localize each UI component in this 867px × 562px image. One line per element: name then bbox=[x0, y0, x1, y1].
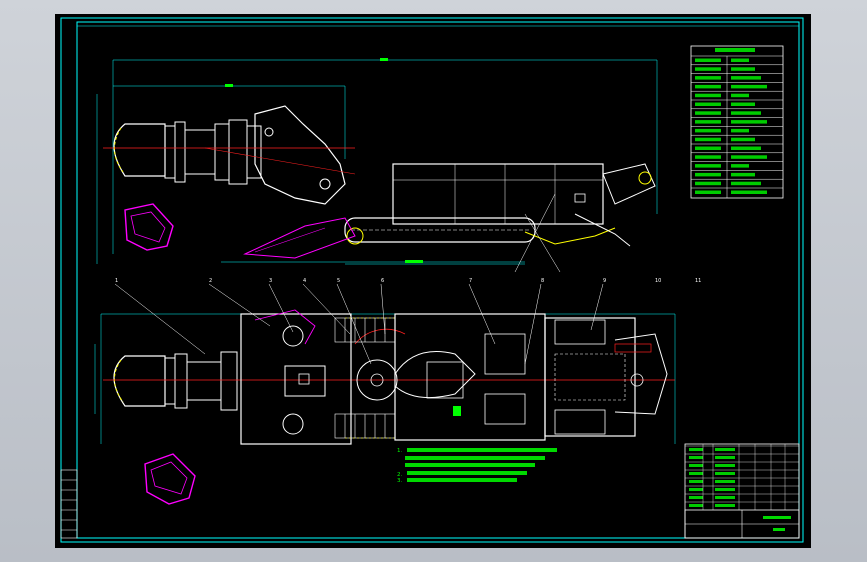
technical-parameter-table bbox=[690, 45, 784, 199]
note-line: 1. bbox=[397, 448, 402, 454]
side-elevation-view bbox=[96, 58, 658, 273]
balloon-number: 2 bbox=[209, 278, 212, 284]
balloon-number: 4 bbox=[303, 278, 306, 284]
balloon-number: 7 bbox=[469, 278, 472, 284]
balloon-labels: 1 2 3 4 5 6 7 8 9 10 11 bbox=[115, 278, 701, 284]
plan-view bbox=[94, 309, 676, 505]
inner-frame bbox=[76, 21, 800, 539]
balloon-number: 6 bbox=[381, 278, 384, 284]
drawing-viewport[interactable]: 1 2 3 4 5 6 7 8 9 10 11 1. 2. 3. bbox=[55, 14, 811, 548]
revision-table bbox=[60, 469, 78, 539]
parts-list-table bbox=[684, 443, 800, 539]
balloon-number: 11 bbox=[695, 278, 701, 284]
balloon-number: 10 bbox=[655, 278, 661, 284]
balloon-number: 1 bbox=[115, 278, 118, 284]
balloon-number: 8 bbox=[541, 278, 544, 284]
note-line: 2. bbox=[397, 472, 402, 478]
balloon-leaders bbox=[114, 283, 604, 365]
technical-notes: 1. 2. 3. bbox=[397, 448, 557, 484]
balloon-number: 3 bbox=[269, 278, 272, 284]
outer-frame bbox=[60, 17, 804, 543]
cad-drawing: 1 2 3 4 5 6 7 8 9 10 11 1. 2. 3. bbox=[60, 17, 804, 543]
balloon-number: 5 bbox=[337, 278, 340, 284]
balloon-number: 9 bbox=[603, 278, 606, 284]
note-line: 3. bbox=[397, 478, 402, 484]
